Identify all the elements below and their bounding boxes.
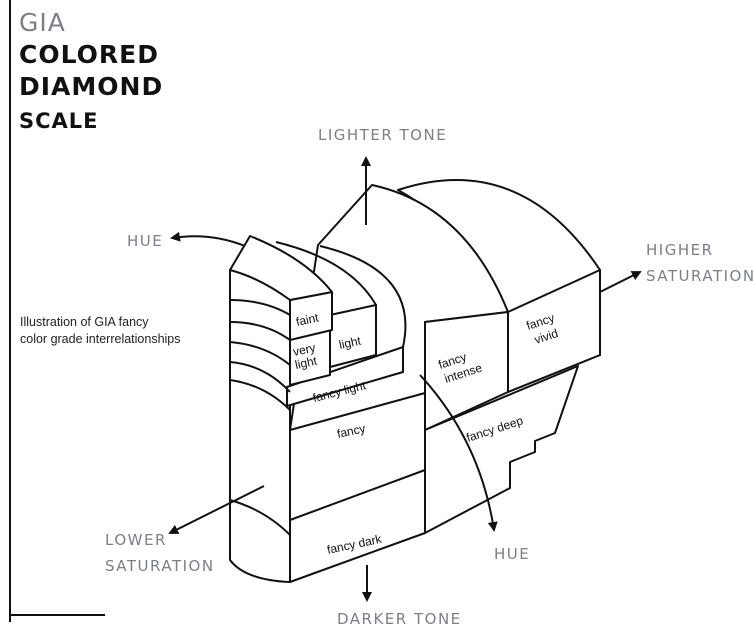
grade-fancy-label: fancy [336, 421, 367, 441]
caption-line-1: Illustration of GIA fancy [20, 315, 149, 329]
left-face [229, 269, 291, 583]
grade-very-light-label-1: very [292, 341, 317, 359]
fancy-light-block [286, 346, 404, 407]
higher-saturation-label-1: HIGHER [646, 241, 714, 259]
title-scale: SCALE [19, 109, 99, 133]
higher-saturation-label-2: SATURATION [646, 267, 753, 285]
faint-top [229, 235, 333, 301]
band-curve-4 [229, 361, 291, 393]
band-curve-5 [229, 379, 291, 411]
hue-bottom-label: HUE [494, 545, 530, 563]
frame-bottom-line [9, 614, 105, 616]
title-colored: COLORED [19, 40, 159, 69]
lower-saturation-label-1: LOWER [105, 531, 167, 549]
band-curve-1 [229, 299, 291, 316]
top-band-curve [275, 241, 377, 306]
band-curve-6 [229, 499, 291, 536]
frame-left-line [9, 0, 11, 622]
higher-saturation-arrow [599, 271, 642, 293]
lower-saturation-arrow [168, 485, 265, 534]
darker-tone-label: DARKER TONE [337, 610, 462, 628]
fancy-deep-block [424, 365, 579, 534]
caption-line-2: color grade interrelationships [20, 332, 181, 346]
grade-light-label: light [338, 334, 363, 352]
hue-top-label: HUE [127, 232, 163, 250]
caption: Illustration of GIA fancy color grade in… [20, 314, 220, 348]
title-diamond: DIAMOND [19, 72, 164, 101]
lower-saturation-label-2: SATURATION [105, 557, 215, 575]
grade-very-light-label-2: light [294, 354, 319, 372]
hue-curve-top [319, 245, 407, 348]
grade-faint-label: faint [295, 310, 321, 329]
band-curve-2 [229, 321, 291, 341]
hue-top-arrow [170, 231, 246, 247]
hue-bottom-arrow [419, 374, 498, 532]
title-gia: GIA [19, 8, 66, 37]
band-curve-3 [229, 341, 291, 366]
lighter-tone-label: LIGHTER TONE [318, 126, 447, 144]
